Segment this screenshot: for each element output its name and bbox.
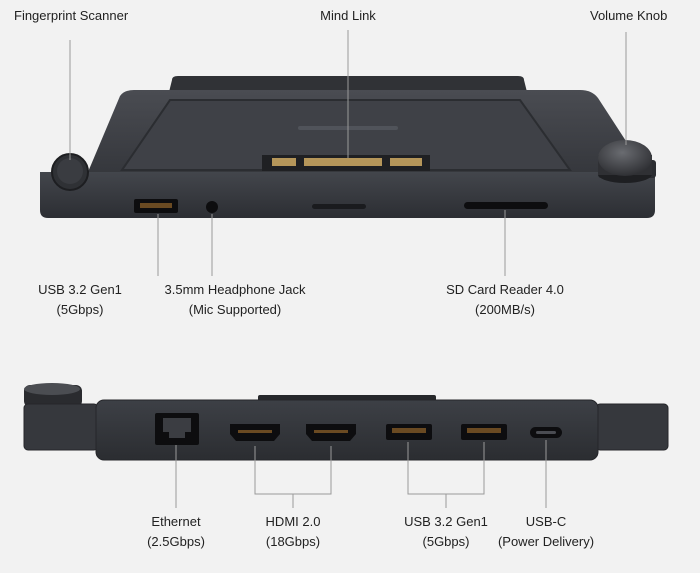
label-fingerprint-scanner: Fingerprint Scanner xyxy=(14,6,128,26)
hdmi-port-2-contacts xyxy=(314,430,348,433)
mind-link-connector xyxy=(262,155,430,171)
usb-c-tongue xyxy=(536,431,556,434)
front-face xyxy=(40,172,655,218)
label-ethernet-line1: Ethernet xyxy=(151,514,201,529)
label-usb-front-line1: USB 3.2 Gen1 xyxy=(38,282,122,297)
label-usb-rear-line1: USB 3.2 Gen1 xyxy=(404,514,488,529)
rear-left-module xyxy=(23,383,99,451)
label-sd-card-reader: SD Card Reader 4.0 (200MB/s) xyxy=(440,280,570,320)
sd-card-slot xyxy=(464,202,548,209)
usb-port-rear-2-tongue xyxy=(467,428,501,433)
label-ethernet: Ethernet (2.5Gbps) xyxy=(136,512,216,552)
usb-port-tongue xyxy=(140,203,172,208)
label-volume-knob: Volume Knob xyxy=(590,6,667,26)
label-hdmi-line2: (18Gbps) xyxy=(265,534,321,549)
label-usb-c: USB-C (Power Delivery) xyxy=(491,512,601,552)
headphone-jack xyxy=(206,201,218,213)
label-usb-c-line2: (Power Delivery) xyxy=(497,534,595,549)
label-sd-card-line2: (200MB/s) xyxy=(475,302,535,317)
rear-leader-lines xyxy=(175,440,547,508)
label-volume-knob-line1: Volume Knob xyxy=(590,8,668,23)
label-headphone-line1: 3.5mm Headphone Jack xyxy=(164,282,306,297)
fingerprint-pad xyxy=(57,158,83,184)
rear-right-module xyxy=(595,403,669,451)
front-vent-slot xyxy=(312,204,366,209)
label-mind-link: Mind Link xyxy=(300,6,396,26)
label-headphone-line2: (Mic Supported) xyxy=(188,302,282,317)
label-ethernet-line2: (2.5Gbps) xyxy=(147,534,205,549)
label-mind-link-line1: Mind Link xyxy=(320,8,376,23)
label-sd-card-line1: SD Card Reader 4.0 xyxy=(446,282,564,297)
label-hdmi-line1: HDMI 2.0 xyxy=(265,514,321,529)
label-usb-rear-line2: (5Gbps) xyxy=(422,534,470,549)
dock-top-view xyxy=(40,76,656,218)
volume-knob[interactable] xyxy=(598,140,656,183)
top-leader-lines xyxy=(69,30,627,276)
label-usb-rear: USB 3.2 Gen1 (5Gbps) xyxy=(396,512,496,552)
label-usb-front: USB 3.2 Gen1 (5Gbps) xyxy=(30,280,130,320)
ethernet-port xyxy=(155,413,199,445)
label-headphone-jack: 3.5mm Headphone Jack (Mic Supported) xyxy=(160,280,310,320)
label-fingerprint-line1: Fingerprint Scanner xyxy=(14,8,129,23)
dock-rear-view xyxy=(23,383,669,461)
usb-port-rear-1-tongue xyxy=(392,428,426,433)
label-hdmi: HDMI 2.0 (18Gbps) xyxy=(253,512,333,552)
label-usb-c-line1: USB-C xyxy=(525,514,567,529)
label-usb-front-line2: (5Gbps) xyxy=(56,302,104,317)
hdmi-port-1-contacts xyxy=(238,430,272,433)
